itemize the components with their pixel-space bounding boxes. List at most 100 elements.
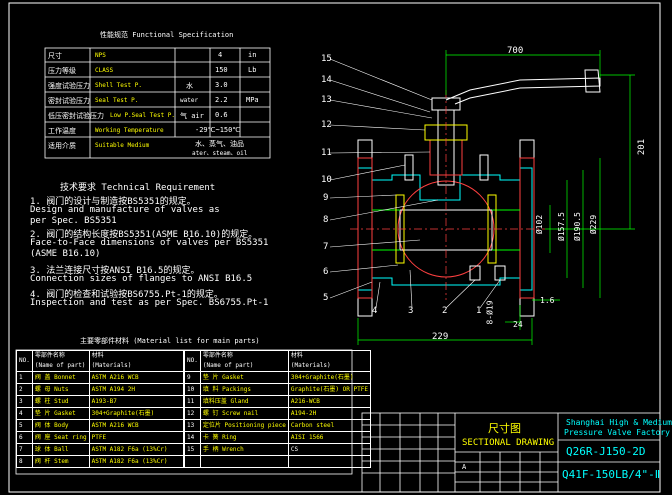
company-name: Shanghai High & Medium xyxy=(566,418,672,427)
model-code: Q26R-J150-2D xyxy=(566,445,646,458)
dim-bottom: 229 xyxy=(432,332,449,342)
header-no: NO. xyxy=(16,350,33,372)
header-name: 零部件名称(Name of part) xyxy=(31,350,90,372)
spec-label-6: 适用介质 xyxy=(48,142,76,150)
req-line-7: Connection sizes of flanges to ANSI B16.… xyxy=(30,274,253,284)
spec-label-4: 低压密封试验压力 xyxy=(48,112,104,120)
callout-1: 1 xyxy=(476,306,482,316)
spec-value-0: 4 xyxy=(218,51,223,59)
callout-leaders xyxy=(329,58,501,309)
spec-unit-1: Lb xyxy=(248,66,257,74)
spec-key-3: Seal Test P. xyxy=(95,97,139,104)
dimension-lines xyxy=(357,50,635,345)
callout-7: 7 xyxy=(323,242,329,252)
spec-unit-2: MPa xyxy=(246,96,259,104)
callout-15: 15 xyxy=(321,54,332,64)
dim-d2: Ø157.5 xyxy=(556,212,566,241)
spec-label-2: 强度试验压力 xyxy=(48,82,90,90)
spec-key-2: Shell Test P. xyxy=(95,82,142,89)
spec-table-lines xyxy=(44,47,271,159)
spec-label-3: 密封试验压力 xyxy=(48,97,90,105)
req-line-2: per Spec. BS5351 xyxy=(30,216,117,226)
drawing-frame xyxy=(8,2,661,493)
dim-flange-thickness: 24 xyxy=(513,320,523,329)
table-row xyxy=(184,455,371,468)
requirements-title: 技术要求 Technical Requirement xyxy=(60,183,216,193)
dim-d3: Ø190.5 xyxy=(572,212,582,241)
dim-right: 201 xyxy=(637,138,648,156)
callout-13: 13 xyxy=(321,95,332,105)
spec-value-1: 150 xyxy=(215,66,228,74)
callout-2: 2 xyxy=(442,306,448,316)
callout-3: 3 xyxy=(408,306,414,316)
spec-label-0: 尺寸 xyxy=(48,52,62,60)
dim-d1: Ø102 xyxy=(535,214,545,235)
req-line-6: 3. 法兰连接尺寸按ANSI B16.5的规定。 xyxy=(30,266,200,276)
spec-label-1: 压力等级 xyxy=(48,67,76,75)
callout-10: 10 xyxy=(321,175,332,185)
wrench-handle xyxy=(445,69,601,105)
spec-medium-2: 水 xyxy=(186,82,193,90)
req-line-8: 4. 阀门的检查和试验按BS6755.Pt-1的规定。 xyxy=(30,290,223,300)
spec-value-3: 2.2 xyxy=(215,96,228,104)
req-line-5: (ASME B16.10) xyxy=(30,249,101,259)
req-line-4: Face-to-Face dimensions of valves per BS… xyxy=(30,238,269,248)
header-name: 零部件名称(Name of part) xyxy=(199,350,289,372)
table-header-row: NO. 零部件名称(Name of part) 材料(Materials) xyxy=(184,350,371,372)
req-line-9: Inspection and test as per Spec. BS6755.… xyxy=(30,298,269,308)
company-name-2: Pressure Valve Factory xyxy=(564,428,670,437)
spec-key-6: Suitable Medium xyxy=(95,142,150,149)
revision-mark: A xyxy=(462,463,467,471)
spec-key-1: CLASS xyxy=(95,67,114,74)
spec-value-4: 0.6 xyxy=(215,111,228,119)
callout-12: 12 xyxy=(321,120,332,130)
centerlines xyxy=(350,90,545,300)
spec-value-5: -29℃~150℃ xyxy=(195,126,241,134)
callout-11: 11 xyxy=(321,148,332,158)
spec-key-0: NPS xyxy=(95,52,106,59)
callout-14: 14 xyxy=(321,75,332,85)
req-line-3: 2. 阀门的结构长度按BS5351(ASME B16.10)的规定。 xyxy=(30,230,258,240)
header-no: NO. xyxy=(184,350,201,372)
spec-key-4: Low P.Seal Test P. xyxy=(110,112,176,119)
spec-key-5: Working Temperature xyxy=(95,127,164,134)
spec-label-5: 工作温度 xyxy=(48,127,76,135)
spec-medium-3: water xyxy=(180,97,199,104)
callout-4: 4 xyxy=(372,306,378,316)
dim-bolt-holes: 8-Ø19 xyxy=(485,300,495,325)
spec-value-2: 3.0 xyxy=(215,81,228,89)
dim-top: 700 xyxy=(507,46,524,56)
header-mat: 材料(Materials) xyxy=(287,350,371,372)
callout-8: 8 xyxy=(323,215,329,225)
dim-d4: Ø229 xyxy=(589,214,599,235)
materials-title: 主要零部件材料 (Material list for main parts) xyxy=(80,337,260,345)
req-line-0: 1. 阀门的设计与制造按BS5351的规定。 xyxy=(30,197,196,207)
header-mat: 材料(Materials) xyxy=(88,350,185,372)
spec-medium-4: 气 air xyxy=(180,112,204,120)
callout-5: 5 xyxy=(323,293,329,303)
drawing-name: 尺寸图 xyxy=(488,422,521,435)
drawing-name-en: SECTIONAL DRAWING xyxy=(462,438,555,448)
dim-raised-face: 1.6 xyxy=(540,296,555,305)
model-code-2: Q41F-150LB/4"-Ⅱ xyxy=(562,468,661,481)
spec-value2-6: ater、steam、oil xyxy=(192,150,248,157)
req-line-1: Design and manufacture of valves as xyxy=(30,205,220,215)
